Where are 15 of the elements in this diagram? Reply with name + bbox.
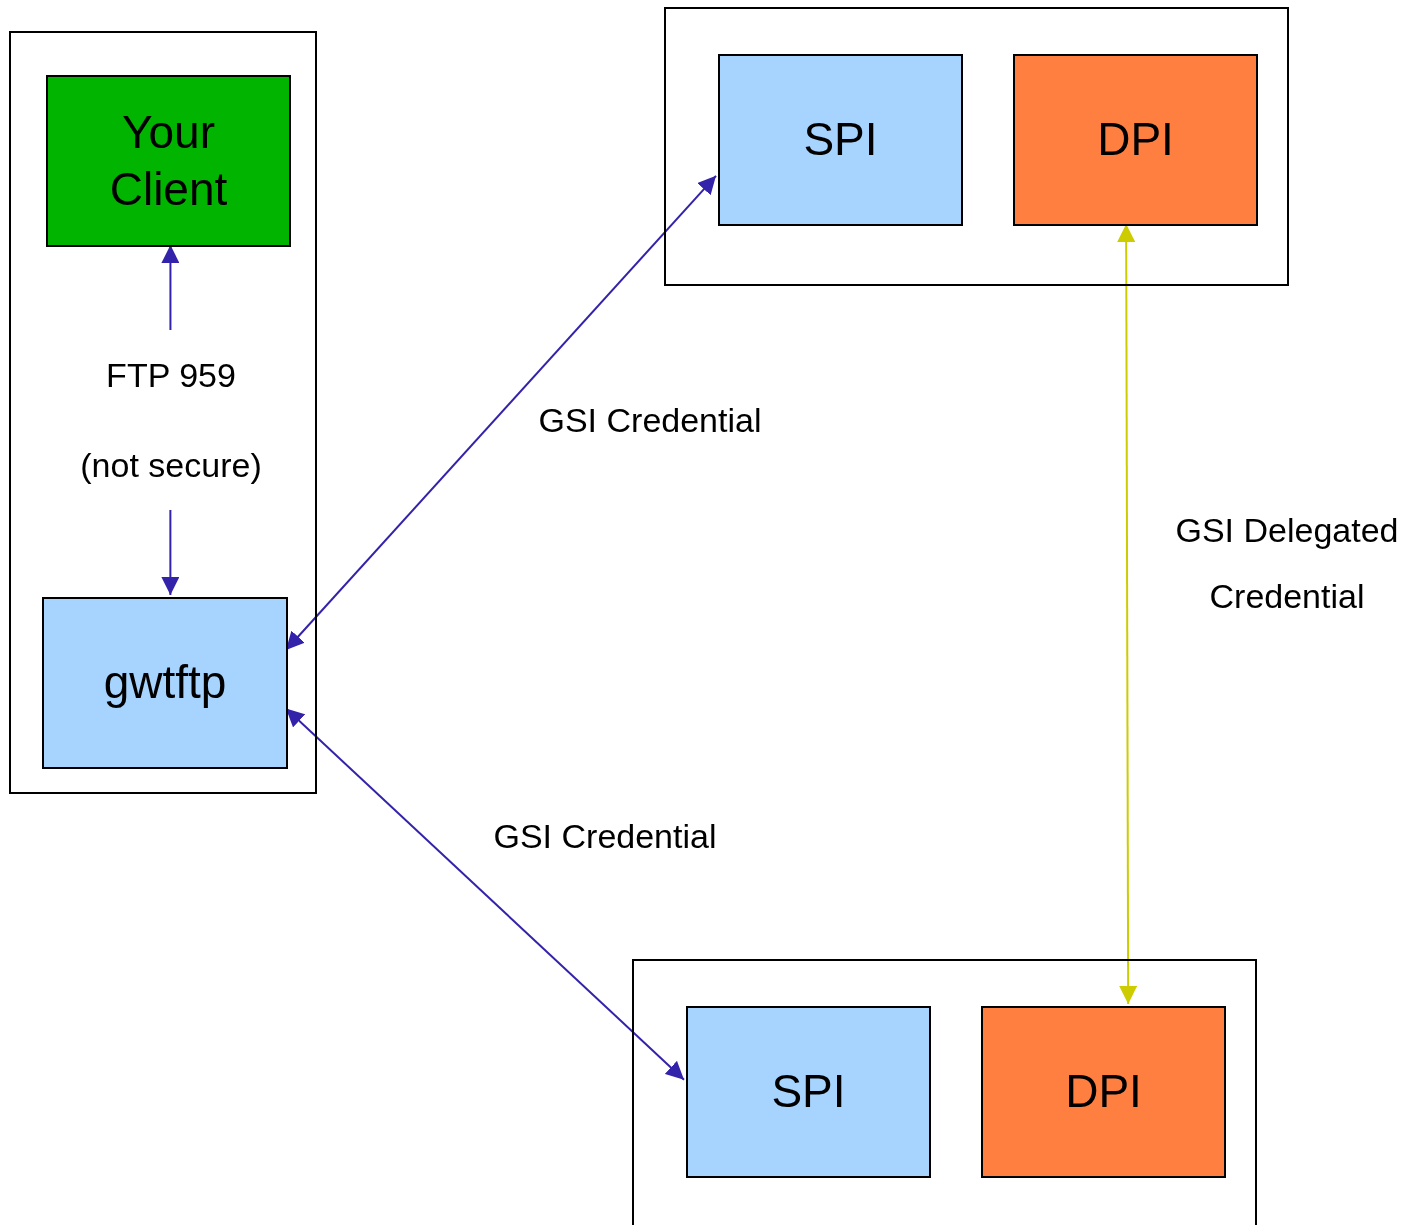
container-box — [632, 959, 1257, 1225]
process-box — [981, 1006, 1226, 1178]
process-box — [686, 1006, 931, 1178]
box-label: SPI — [770, 1064, 847, 1120]
container-box — [9, 31, 317, 794]
box-label: SPI — [802, 112, 879, 168]
box-label: DPI — [1096, 112, 1175, 168]
box-label: gwtftp — [102, 655, 228, 711]
box-label: Your Client — [108, 104, 229, 217]
process-box — [42, 597, 288, 769]
process-box — [46, 75, 291, 247]
process-box — [1013, 54, 1258, 226]
box-label: DPI — [1064, 1064, 1143, 1120]
container-box — [664, 7, 1289, 286]
process-box — [718, 54, 963, 226]
